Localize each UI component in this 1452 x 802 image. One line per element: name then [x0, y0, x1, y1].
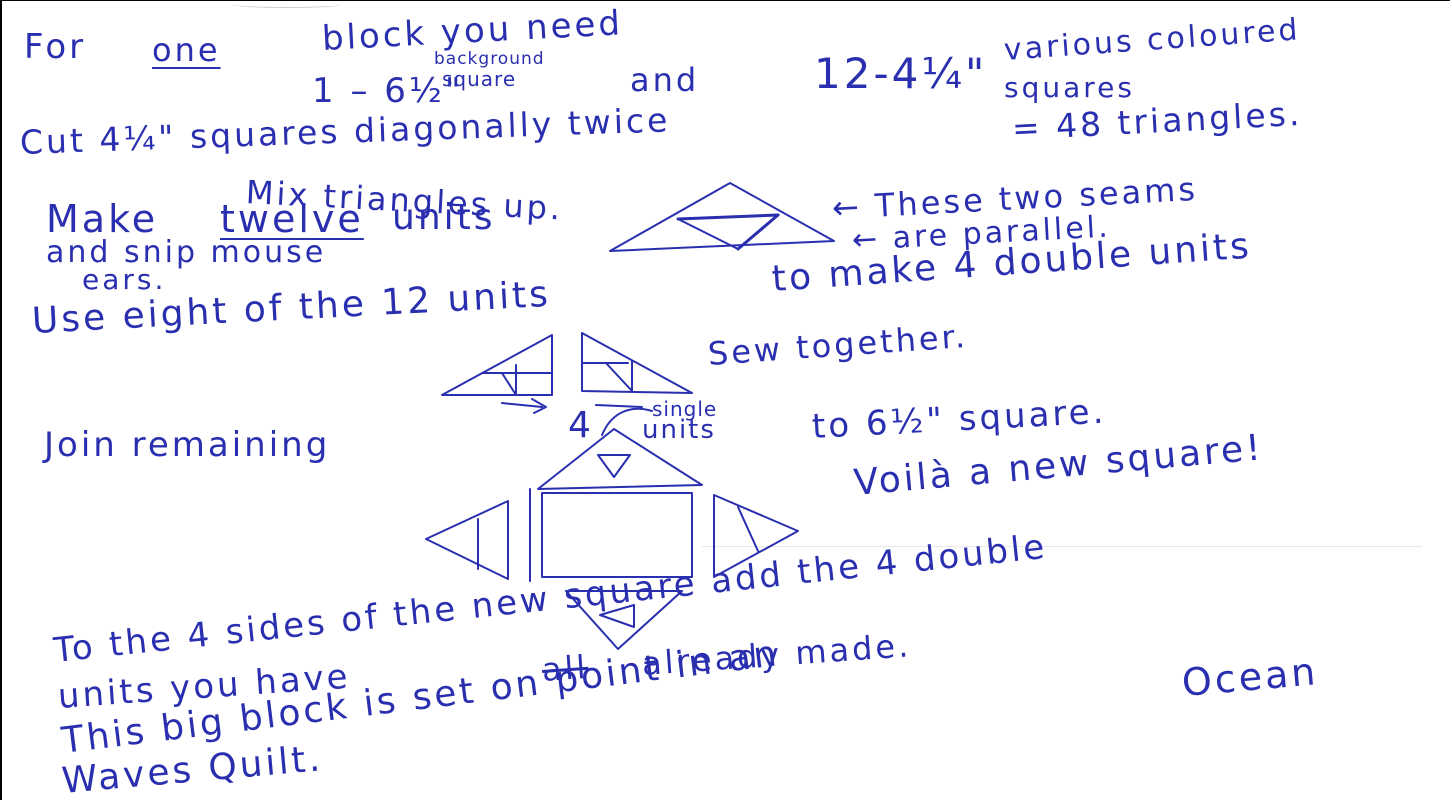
word-for: For	[24, 27, 87, 67]
label-background: background	[434, 49, 545, 69]
word-twelve: twelve	[220, 197, 364, 241]
label-squares: squares	[1004, 71, 1135, 104]
word-units: units	[392, 197, 496, 238]
unit-triangle-sketch	[609, 182, 835, 252]
word-make: Make	[46, 197, 159, 241]
word-and: and	[630, 61, 700, 99]
word-one: one	[152, 31, 221, 69]
label-square: square	[442, 67, 517, 91]
label-single-units: units	[642, 415, 716, 445]
single-units-arrow	[601, 407, 653, 436]
coloured-quantity: 12-4¼"	[814, 49, 988, 98]
square-block-sketch	[425, 428, 799, 650]
paper-fold-line	[702, 546, 1422, 547]
double-unit-sketch	[441, 332, 693, 414]
label-single: single	[652, 397, 718, 421]
ears-line: ears.	[82, 263, 167, 296]
join-remaining: Join remaining	[44, 425, 331, 465]
snip-mouse-line: and snip mouse	[46, 235, 327, 270]
number-four: 4	[568, 405, 594, 446]
background-quantity: 1 – 6½"	[312, 71, 464, 111]
page-top-mark	[232, 1, 342, 8]
